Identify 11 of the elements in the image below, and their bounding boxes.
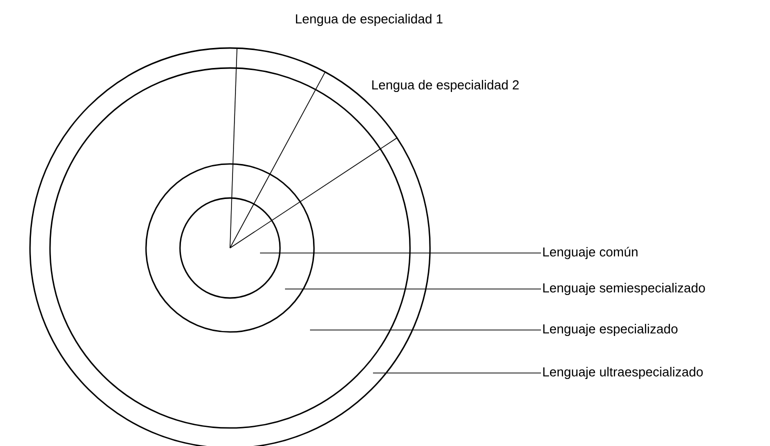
leader-line: [372, 372, 542, 374]
leader-line: [260, 252, 542, 254]
region-label: Lenguaje semiespecializado: [543, 282, 705, 296]
ring-circle: [179, 197, 281, 299]
region-label: Lenguaje especializado: [543, 324, 678, 336]
region-label: Lenguaje ultraespecializado: [543, 366, 703, 380]
sector-label: Lengua de especialidad 2: [372, 80, 519, 92]
ring-circle: [145, 163, 315, 333]
region-label: Lenguaje común: [543, 246, 638, 260]
sector-label: Lengua de especialidad 1: [296, 14, 442, 26]
leader-line: [284, 288, 542, 290]
